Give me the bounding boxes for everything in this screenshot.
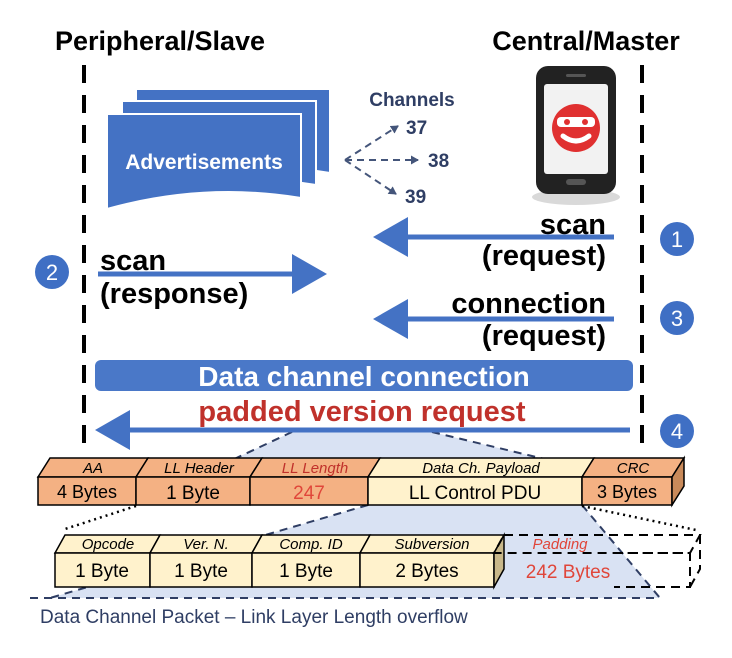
channel-39: 39: [405, 187, 426, 208]
step-1-number: 1: [671, 227, 683, 252]
scan-request-line2: (request): [482, 240, 606, 272]
packet-field-payload-front: [367, 476, 583, 506]
padding-value: 242 Bytes: [526, 562, 611, 583]
data-channel-connection-label: Data channel connection: [198, 361, 529, 392]
padding-name: Padding: [532, 536, 588, 553]
packet-field-aa-name: AA: [82, 460, 103, 477]
peripheral-title: Peripheral/Slave: [55, 26, 265, 56]
packet-field-crc-value: 3 Bytes: [597, 482, 657, 502]
advertisements-label: Advertisements: [125, 151, 283, 174]
packet-field-ll-header-name: LL Header: [164, 460, 235, 477]
phone-icon: [532, 66, 620, 205]
payload-field-subversion-name: Subversion: [394, 536, 469, 553]
padded-version-request-label: padded version request: [198, 396, 525, 428]
payload-field-opcode-name: Opcode: [82, 536, 135, 553]
payload-field-vern-value: 1 Byte: [174, 561, 228, 582]
expansion-left-dotted: [61, 504, 137, 532]
central-title: Central/Master: [492, 26, 680, 56]
payload-field-compid-name: Comp. ID: [279, 536, 343, 553]
channel-arrow-37: [344, 125, 399, 161]
channels-title: Channels: [369, 90, 455, 111]
packet-field-ll-length-name: LL Length: [282, 460, 348, 477]
step-1-badge: 1: [660, 222, 694, 256]
figure-caption: Data Channel Packet – Link Layer Length …: [40, 607, 468, 628]
packet-field-ll-header-value: 1 Byte: [166, 483, 220, 504]
payload-field-vern-name: Ver. N.: [183, 536, 229, 553]
padding-box-side: [689, 535, 701, 588]
channel-38: 38: [428, 151, 449, 172]
scan-response-line2: (response): [100, 278, 248, 310]
attacker-mask-icon: [552, 104, 600, 152]
payload-field-subversion-front: [359, 552, 495, 588]
scan-response-line1: scan: [100, 245, 166, 277]
payload-field-opcode-value: 1 Byte: [75, 561, 129, 582]
packet-field-aa-value: 4 Bytes: [57, 482, 117, 502]
payload-fields: Opcode Ver. N. Comp. ID Subversion 1 Byt…: [53, 532, 506, 590]
payload-field-vern-front: [149, 552, 253, 588]
step-3-badge: 3: [660, 301, 694, 335]
packet-side: [671, 455, 685, 508]
step-4-badge: 4: [660, 414, 694, 448]
scan-request-line1: scan: [540, 209, 606, 241]
connection-request-line1: connection: [451, 288, 606, 320]
packet-field-payload-value: LL Control PDU: [409, 483, 541, 504]
payload-side: [493, 532, 505, 590]
packet-field-ll-length-front: [249, 476, 369, 506]
packet-field-payload-name: Data Ch. Payload: [422, 460, 540, 477]
zoom-wedge-lower-right-edge: [581, 504, 661, 599]
padding-box-front: [614, 552, 691, 588]
packet-field-ll-length-value: 247: [293, 483, 325, 504]
payload-field-compid-front: [251, 552, 361, 588]
channel-arrow-39: [344, 159, 397, 195]
payload-field-subversion-value: 2 Bytes: [395, 561, 458, 582]
expansion-right-dotted: [581, 504, 697, 532]
step-3-number: 3: [671, 306, 683, 331]
payload-field-compid-value: 1 Byte: [279, 561, 333, 582]
step-2-badge: 2: [35, 255, 69, 289]
padding-box: Padding 242 Bytes: [492, 534, 702, 588]
advertisements-block: Advertisements: [106, 88, 331, 211]
step-4-number: 4: [671, 419, 683, 444]
step-2-number: 2: [46, 260, 58, 285]
connection-request-line2: (request): [482, 320, 606, 352]
packet-fields: AA LL Header LL Length Data Ch. Payload …: [36, 455, 686, 508]
channel-37: 37: [406, 118, 427, 139]
data-channel-connection-bar: Data channel connection: [95, 360, 633, 392]
packet-field-crc-name: CRC: [617, 460, 650, 477]
packet-field-ll-header-front: [135, 476, 251, 506]
